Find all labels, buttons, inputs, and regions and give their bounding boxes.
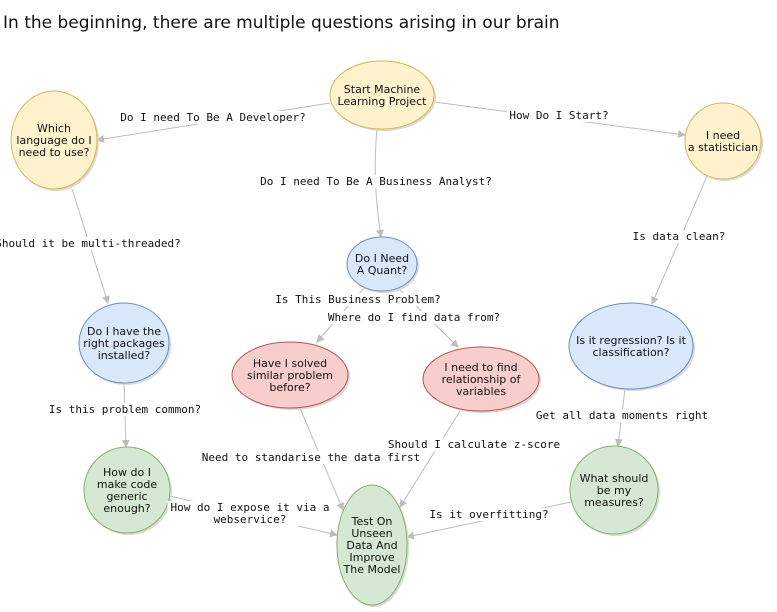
node-label: before? [269,381,310,394]
node-label: Data And [346,539,397,552]
node-label: similar problem [247,369,333,382]
node-label: right packages [83,337,165,350]
edge-label-text: Do I need To Be A Developer? [120,111,305,124]
edge-label-background [167,501,333,526]
edge-label-background [117,111,309,124]
edge-label-standardise: Need to standarise the data first [198,451,424,464]
edge-label-overfitting: Is it overfitting? [426,508,552,521]
node-label: language do I [16,134,91,147]
node-label: measures? [584,496,644,509]
node-shape [336,484,408,606]
page-title: In the beginning, there are multiple que… [3,13,560,33]
node-shape [231,341,349,409]
node-label: The Model [343,563,401,576]
node-shape [346,236,418,292]
node-label: What should [580,472,649,485]
edge-label-text: Need to standarise the data first [202,451,421,464]
edge-label-z_score: Should I calculate z-score [384,438,564,451]
edge-label-business_analyst: Do I need To Be A Business Analyst? [256,175,496,188]
node-label: classification? [593,346,670,359]
node-label: be my [597,484,632,497]
edge-label-text: How Do I Start? [509,109,608,122]
edge-label-text: webservice? [214,513,287,526]
edge-label-business_problem: Is This Business Problem? [272,293,444,306]
edge-label-text: Where do I find data from? [328,311,500,324]
edge-label-background [532,409,712,422]
node-label: a statistician [688,141,758,154]
edge-label-background [0,237,184,250]
edge-label-text: Get all data moments right [536,409,708,422]
edge-label-how_start: How Do I Start? [506,109,612,122]
node-label: need to use? [19,146,90,159]
node-label: Is it regression? Is it [576,334,686,347]
node-label: I need to find [444,361,517,374]
node-label: installed? [98,349,151,362]
node-label: make code [97,478,157,491]
node-label: Test On [351,515,393,528]
edge-label-background [324,311,504,324]
node-shape [83,446,171,534]
edge-label-find_data: Where do I find data from? [324,311,504,324]
node-shape [684,102,762,180]
node-label: Improve [349,551,394,564]
edge-labels-layer: Do I need To Be A Developer? How Do I Sta… [0,109,728,526]
node-shape [78,302,170,384]
edge-label-text: Is it overfitting? [429,508,548,521]
node-label: A Quant? [357,264,408,277]
edge-label-text: Is this problem common? [49,403,201,416]
node-label: I need [706,129,740,142]
node-label: Do I have the [87,325,161,338]
connector-arrow [399,410,461,508]
node-label: Have I solved [253,357,327,370]
edge-label-developer: Do I need To Be A Developer? [117,111,309,124]
edge-label-background [272,293,444,306]
node-shape [329,60,435,130]
edge-label-text: How do I expose it via a [171,501,330,514]
edge-label-background [198,451,424,464]
edge-label-text: Is This Business Problem? [275,293,441,306]
edge-label-text: Is data clean? [633,230,726,243]
edge-label-text: Should it be multi-threaded? [0,237,181,250]
edge-label-background [506,109,612,122]
edge-label-background [256,175,496,188]
edge-label-background [384,438,564,451]
edge-label-problem_common: Is this problem common? [45,403,205,416]
node-label: variables [456,385,506,398]
edge-label-text: Should I calculate z-score [388,438,560,451]
node-shape [422,346,540,412]
edge-label-data_clean: Is data clean? [630,230,728,243]
node-label: relationship of [442,373,522,386]
node-label: Which [37,122,71,135]
edge-label-background [45,403,205,416]
node-shape [568,302,694,390]
edge-label-background [426,508,552,521]
node-label: Unseen [351,527,392,540]
node-label: Do I Need [355,252,409,265]
node-label: generic [106,490,147,503]
edge-label-data_moments: Get all data moments right [532,409,712,422]
node-label: Learning Project [338,95,428,108]
edge-label-text: Do I need To Be A Business Analyst? [260,175,492,188]
node-shape [569,445,659,535]
node-label: How do I [103,466,151,479]
node-label: enough? [103,502,150,515]
edge-label-background [630,230,728,243]
edge-label-multithreaded: Should it be multi-threaded? [0,237,184,250]
node-shape [10,90,98,190]
node-label: Start Machine [344,83,421,96]
